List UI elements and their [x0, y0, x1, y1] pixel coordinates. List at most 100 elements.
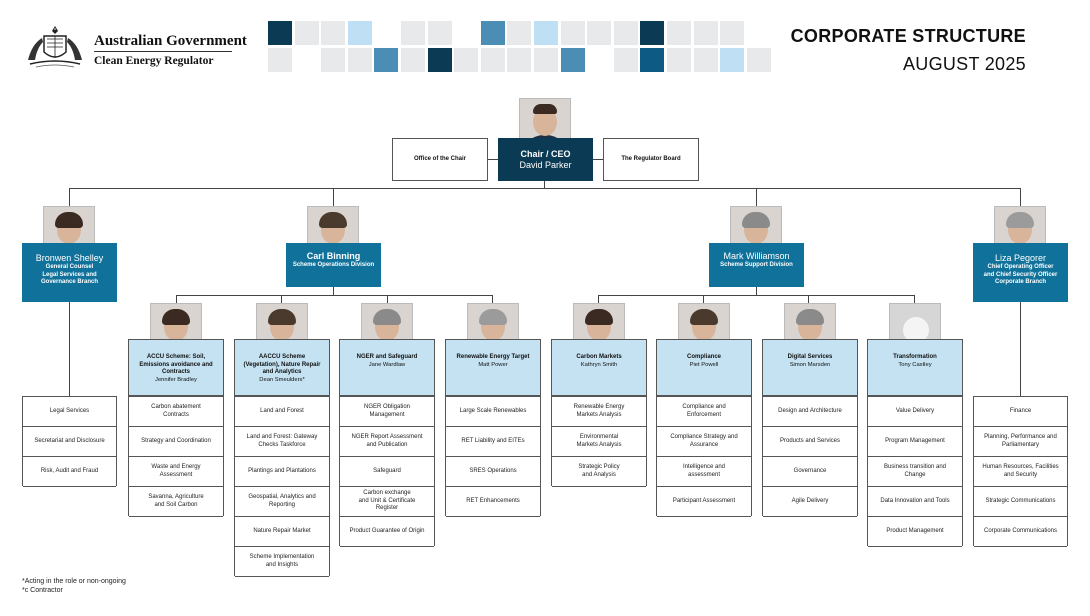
- branch-title: Transformation: [893, 354, 937, 360]
- decorative-tile: [294, 21, 319, 45]
- team-item: Risk, Audit and Fraud: [23, 457, 116, 487]
- footnote-contractor: *c Contractor: [22, 587, 63, 594]
- decorative-tile: [534, 48, 558, 72]
- photo-hair: [319, 212, 347, 228]
- team-item: Corporate Communications: [974, 517, 1067, 547]
- team-item: SRES Operations: [446, 457, 540, 487]
- team-item: Data Innovation and Tools: [868, 487, 962, 517]
- team-item: Environmental Markets Analysis: [552, 427, 646, 457]
- decorative-tile: [534, 21, 558, 45]
- connector-line: [69, 302, 70, 396]
- executive-role: General Counsel Legal Services and Gover…: [40, 264, 99, 285]
- connector-line: [592, 159, 604, 160]
- chair-ceo-box: Chair / CEO David Parker: [498, 138, 593, 181]
- executive-name: Bronwen Shelley: [35, 253, 104, 263]
- connector-line: [914, 295, 915, 303]
- decorative-tile: [347, 21, 372, 45]
- team-item: Land and Forest: [235, 397, 329, 427]
- team-item: Secretariat and Disclosure: [23, 427, 116, 457]
- chair-title: Chair / CEO: [520, 148, 571, 159]
- team-item: Strategic Communications: [974, 487, 1067, 517]
- decorative-tile: [347, 48, 372, 72]
- page-title: CORPORATE STRUCTURE: [790, 26, 1026, 46]
- regulator-board-label: The Regulator Board: [621, 155, 681, 162]
- team-item: Waste and Energy Assessment: [129, 457, 223, 487]
- decorative-tile: [720, 21, 745, 45]
- decorative-tile: [720, 48, 745, 72]
- photo-hair: [268, 309, 296, 325]
- connector-line: [544, 180, 545, 188]
- decorative-tile: [401, 21, 425, 45]
- connector-line: [492, 295, 493, 303]
- decorative-tile: [560, 21, 585, 45]
- footnote-acting: *Acting in the role or non-ongoing: [22, 578, 126, 585]
- team-item: NGER Report Assessment and Publication: [340, 427, 434, 457]
- decorative-tile: [480, 21, 505, 45]
- team-item: Large Scale Renewables: [446, 397, 540, 427]
- team-item: Savanna, Agriculture and Soil Carbon: [129, 487, 223, 517]
- decorative-tile: [401, 48, 425, 72]
- team-item: Product Management: [868, 517, 962, 547]
- decorative-tile: [454, 48, 479, 72]
- team-item: Plantings and Plantations: [235, 457, 329, 487]
- branch-head-name: Jane Wardlaw: [368, 361, 406, 368]
- team-item: Geospatial, Analytics and Reporting: [235, 487, 329, 517]
- branch-title: Carbon Markets: [576, 354, 622, 360]
- decorative-tile: [587, 21, 612, 45]
- connector-line: [176, 295, 177, 303]
- branch-head-name: Tony Castley: [898, 361, 932, 368]
- regulator-board-box: The Regulator Board: [603, 138, 699, 181]
- connector-line: [703, 295, 704, 303]
- team-item: Participant Assessment: [657, 487, 751, 517]
- team-item: Carbon exchange and Unit & Certificate R…: [340, 487, 434, 517]
- executive-name: Carl Binning: [306, 251, 361, 261]
- team-item: Design and Architecture: [763, 397, 857, 427]
- branch-head-name: Kathryn Smith: [580, 361, 618, 368]
- branch-title: NGER and Safeguard: [356, 354, 418, 360]
- decorative-tile: [667, 48, 691, 72]
- team-item: NGER Obligation Management: [340, 397, 434, 427]
- team-item: Value Delivery: [868, 397, 962, 427]
- team-item: Finance: [974, 397, 1067, 427]
- team-item: Program Management: [868, 427, 962, 457]
- branch-head-name: Piet Powell: [689, 361, 719, 368]
- office-of-the-chair-label: Office of the Chair: [413, 155, 466, 162]
- decorative-tile: [693, 48, 718, 72]
- team-item: Intelligence and assessment: [657, 457, 751, 487]
- executive-photo: [730, 206, 782, 258]
- executive-role: Chief Operating Officer and Chief Securi…: [983, 264, 1058, 285]
- team-item: RET Enhancements: [446, 487, 540, 517]
- connector-line: [1020, 188, 1021, 206]
- connector-line: [176, 295, 492, 296]
- team-item: Carbon abatement Contracts: [129, 397, 223, 427]
- decorative-tile: [427, 21, 452, 45]
- branch-head-name: Dean Smeulders*: [259, 376, 305, 383]
- decorative-tile: [746, 48, 771, 72]
- decorative-tile: [321, 21, 346, 45]
- branch-header-box: ACCU Scheme: Soil, Emissions avoidance a…: [128, 339, 224, 396]
- team-item: Product Guarantee of Origin: [340, 517, 434, 547]
- decorative-tile: [613, 21, 638, 45]
- team-item: Legal Services: [23, 397, 116, 427]
- decorative-tile: [480, 48, 505, 72]
- decorative-tile: [507, 21, 532, 45]
- branch-title: AACCU Scheme (Vegetation), Nature Repair…: [243, 354, 321, 375]
- team-item: Products and Services: [763, 427, 857, 457]
- decorative-tile: [427, 48, 452, 72]
- photo-hair: [479, 309, 507, 325]
- team-item: Strategy and Coordination: [129, 427, 223, 457]
- office-of-the-chair-box: Office of the Chair: [392, 138, 488, 181]
